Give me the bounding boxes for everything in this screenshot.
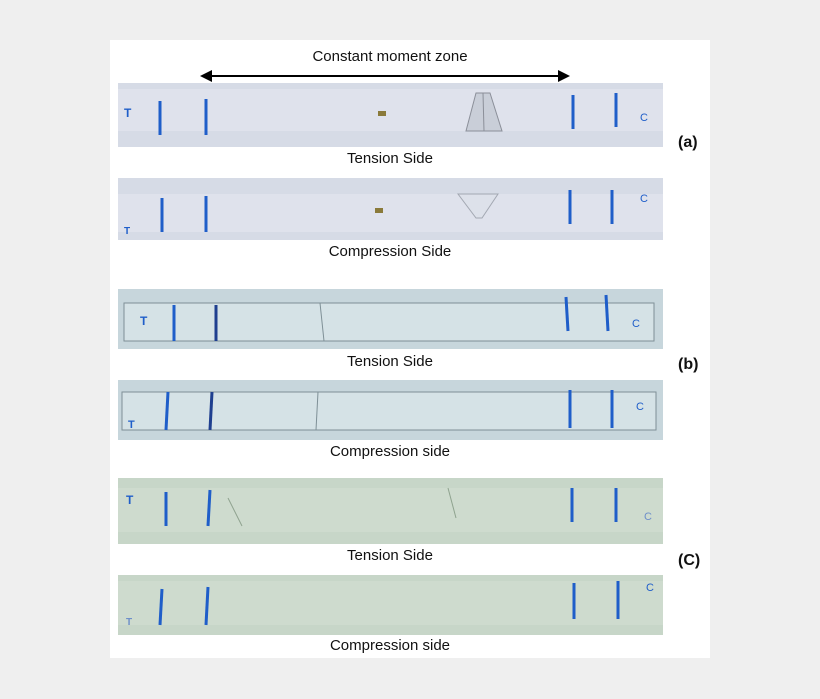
strip-right-mark: C bbox=[636, 401, 644, 413]
group-label-c: (C) bbox=[678, 552, 701, 569]
constant-moment-zone-label: Constant moment zone bbox=[312, 48, 468, 65]
specimen-strip-c-compression: T C bbox=[118, 575, 663, 635]
strip-right-mark: C bbox=[632, 318, 640, 330]
specimen-strip-c-tension: T C bbox=[118, 478, 663, 544]
strip-left-mark: T bbox=[124, 226, 130, 237]
caption-c-compression: Compression side bbox=[329, 637, 451, 654]
strip-left-mark: T bbox=[128, 419, 135, 431]
strip-right-mark: C bbox=[640, 193, 648, 205]
caption-a-compression: Compression Side bbox=[328, 243, 452, 260]
specimen-strip-a-tension: T C bbox=[118, 83, 663, 147]
group-label-a: (a) bbox=[678, 134, 698, 151]
caption-b-compression: Compression side bbox=[329, 443, 451, 460]
group-label-b: (b) bbox=[678, 356, 699, 373]
specimen-strip-a-compression: T C bbox=[118, 178, 663, 240]
caption-c-tension: Tension Side bbox=[347, 547, 433, 564]
strip-right-mark: C bbox=[644, 511, 652, 523]
strip-right-mark: C bbox=[646, 582, 654, 594]
specimen-strip-b-compression: T C bbox=[118, 380, 663, 440]
strip-left-mark: T bbox=[126, 617, 132, 628]
strip-left-mark: T bbox=[126, 493, 134, 507]
strip-right-mark: C bbox=[640, 112, 648, 124]
caption-a-tension: Tension Side bbox=[347, 150, 433, 167]
caption-b-tension: Tension Side bbox=[347, 353, 433, 370]
double-arrow bbox=[200, 70, 570, 82]
specimen-strip-b-tension: T C bbox=[118, 289, 663, 349]
strip-left-mark: T bbox=[140, 314, 148, 328]
strip-left-mark: T bbox=[124, 106, 132, 120]
